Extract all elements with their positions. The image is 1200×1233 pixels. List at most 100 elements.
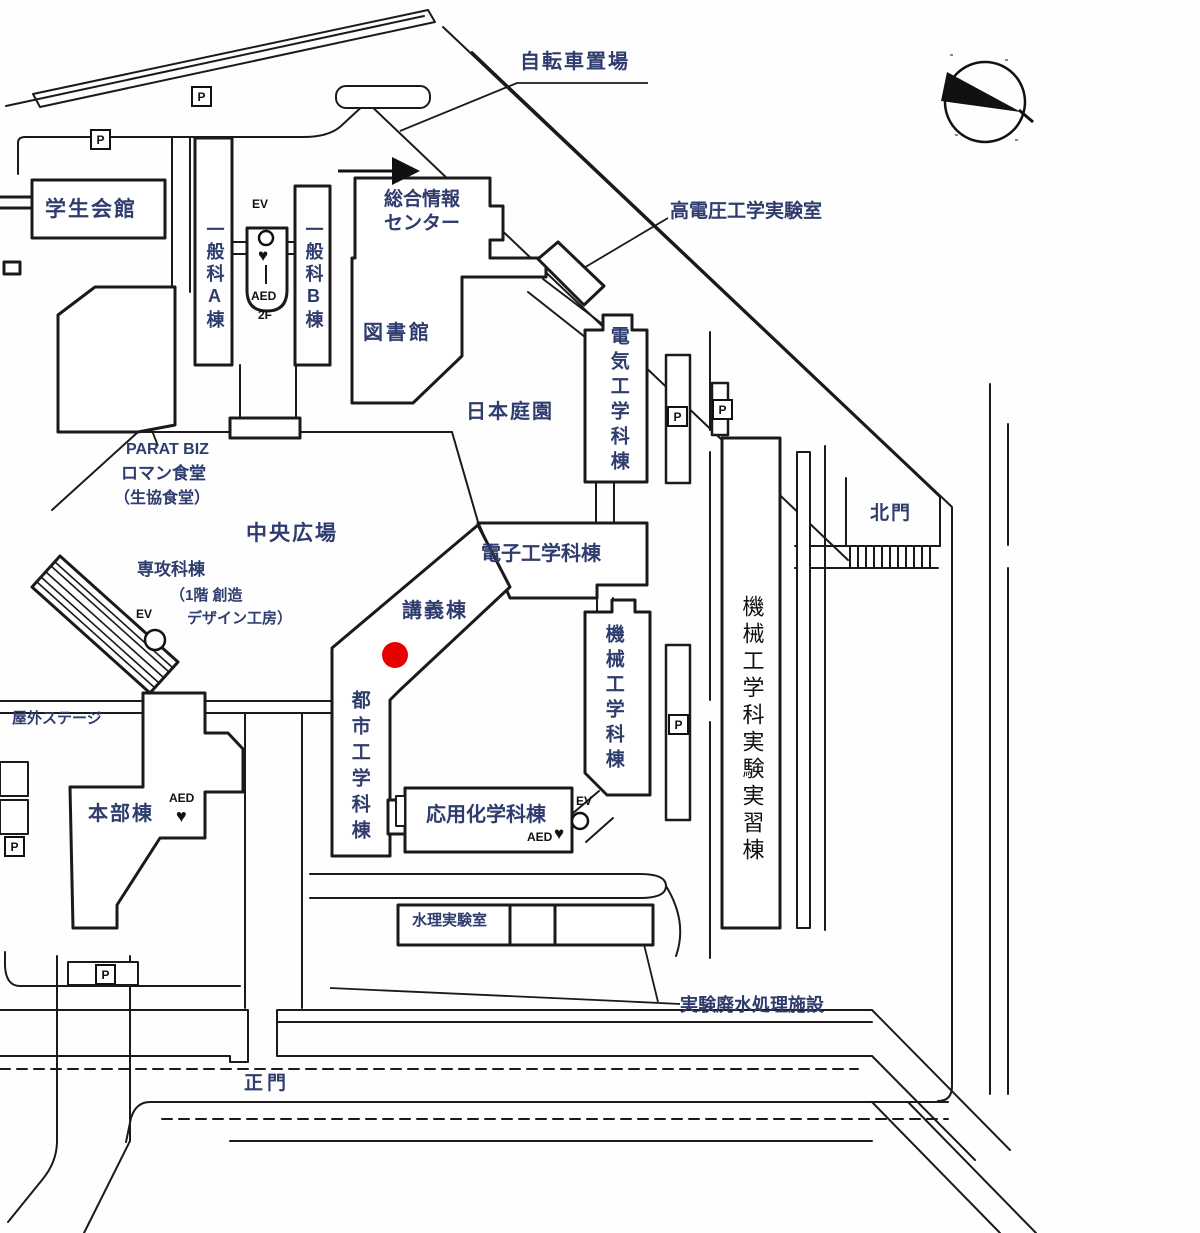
aed-heart-icon-admin: ♥: [176, 806, 187, 826]
label-mech-dept: 機械工学科棟: [602, 624, 624, 774]
corridor-chem: [571, 790, 614, 843]
label-hydraulics-lab: 水理実験室: [412, 912, 488, 929]
label-aed-ab: AED: [251, 289, 277, 303]
label-advanced-course-note2: デザイン工房）: [187, 610, 293, 627]
boundary-inner-top: [17, 101, 368, 175]
aed-heart-icon-chem: ♥: [554, 824, 565, 843]
label-north-gate: 北門: [870, 503, 913, 524]
label-civil-dept: 都市工学科棟: [348, 690, 370, 846]
label-central-plaza: 中央広場: [246, 522, 338, 545]
label-elevator-ab: EV: [252, 197, 269, 211]
road-to-main-gate: [244, 712, 303, 1009]
parking-icon-strip1: P: [667, 406, 688, 427]
label-electronics-dept: 電子工学科棟: [481, 543, 601, 565]
corridor-electrical: [595, 481, 615, 524]
elevator-icon-chem: [570, 811, 590, 831]
outdoor-stage-block-1: [0, 761, 29, 797]
parking-icon-strip3: P: [668, 714, 689, 735]
elevator-icon-advanced: [143, 628, 167, 652]
road-south-main: [125, 1101, 949, 1143]
parking-icon-stage: P: [4, 836, 25, 857]
label-advanced-course: 専攻科棟: [137, 560, 205, 579]
road-southeast-diagonal: [871, 1009, 1011, 1161]
building-applied-chem-tab: [395, 795, 406, 827]
label-elevator-chem: EV: [576, 794, 593, 808]
road-topleft-outer: [5, 15, 425, 107]
label-applied-chem: 応用化学科棟: [426, 804, 546, 826]
building-cafeteria: [56, 285, 177, 434]
building-mech-dept: [583, 598, 652, 797]
road-bottomright: [871, 1101, 1037, 1233]
label-roman-dining: ロマン食堂: [121, 464, 206, 483]
parking-icon-strip2: P: [712, 399, 733, 420]
walkway-student-hall: [171, 136, 191, 293]
elevator-icon-ab: [257, 229, 275, 247]
label-advanced-course-note1: （1階 創造: [170, 587, 243, 604]
parking-icon-southwest: P: [95, 964, 116, 985]
road-mechlab-side: [709, 331, 826, 959]
north-gate-hatch: [849, 546, 931, 568]
north-gate-road: [794, 477, 941, 569]
leader-highvoltage: [576, 217, 669, 273]
label-aed-admin: AED: [169, 791, 195, 805]
parking-icon-student-hall: P: [90, 129, 111, 150]
wall-south-right: [276, 1009, 873, 1057]
label-mech-practice: 機械工学科実験実習棟: [739, 595, 765, 865]
label-coop-dining: （生協食堂）: [114, 490, 211, 507]
ab-connector-ties: [232, 241, 295, 284]
parking-strip-topleft: [32, 9, 436, 108]
label-info-center-line2: センター: [383, 212, 460, 234]
strip-mech-practice-east: [796, 451, 811, 929]
label-info-center: 総合情報センター: [358, 188, 486, 236]
label-aed-chem: AED: [527, 830, 553, 844]
advanced-course-hatch: [36, 561, 174, 689]
aed-heart-icon-ab: ♥: [258, 246, 269, 265]
building-high-voltage-lab: [536, 240, 606, 307]
building-electronics-dept: [476, 521, 649, 600]
road-bottomleft: [7, 955, 131, 1233]
hydraulics-lab-dividers: [508, 905, 557, 945]
label-general-b: 一般科B棟: [303, 220, 324, 332]
label-aed-floor: 2F: [258, 308, 273, 322]
building-mech-practice: [720, 436, 782, 930]
label-student-hall: 学生会館: [45, 198, 137, 221]
building-admin: [68, 691, 245, 930]
leader-bicycle: [399, 82, 648, 132]
wall-south-left: [0, 1009, 249, 1063]
label-waste-water: 実験廃水処理施設: [680, 995, 824, 1015]
corridor-south-band: [309, 873, 682, 957]
walkway-highvoltage: [527, 278, 602, 338]
label-library: 図書館: [363, 322, 432, 344]
entry-arrow-icon: [392, 157, 420, 185]
bicycle-parking-area: [335, 85, 431, 109]
label-lecture-building: 講義棟: [402, 600, 468, 622]
label-japanese-garden: 日本庭園: [466, 401, 554, 423]
building-general-b: [293, 184, 332, 367]
icons: [143, 54, 1034, 831]
buildings: [0, 85, 811, 986]
label-high-voltage-lab: 高電圧工学実験室: [670, 201, 823, 222]
plaza-bridge: [228, 416, 302, 440]
label-parat-biz: PARAT BIZ: [126, 441, 209, 458]
label-bicycle-parking: 自転車置場: [520, 51, 630, 73]
building-electrical-dept: [583, 313, 649, 484]
parking-icon-topleft: P: [191, 86, 212, 107]
current-location-red-dot: [382, 642, 408, 668]
boundary-diagonal-mid: [442, 26, 941, 547]
label-outdoor-stage: 屋外ステージ: [12, 710, 102, 727]
outdoor-stage-block-2: [0, 799, 29, 835]
label-admin-building: 本部棟: [88, 803, 154, 825]
boundary-diagonal-outer: [471, 51, 953, 1102]
road-right-vertical: [989, 383, 1009, 1095]
walkway-plaza-north: [239, 364, 297, 419]
building-general-a: [193, 136, 234, 367]
label-main-gate: 正門: [244, 1073, 291, 1094]
building-lecture-civil: [330, 523, 512, 858]
compass-north-icon: [941, 54, 1034, 144]
label-info-center-line1: 総合情報: [383, 189, 460, 210]
label-elevator-advanced: EV: [136, 607, 153, 621]
label-electrical-dept: 電気工学科棟: [607, 326, 629, 476]
label-general-a: 一般科A棟: [204, 220, 225, 332]
